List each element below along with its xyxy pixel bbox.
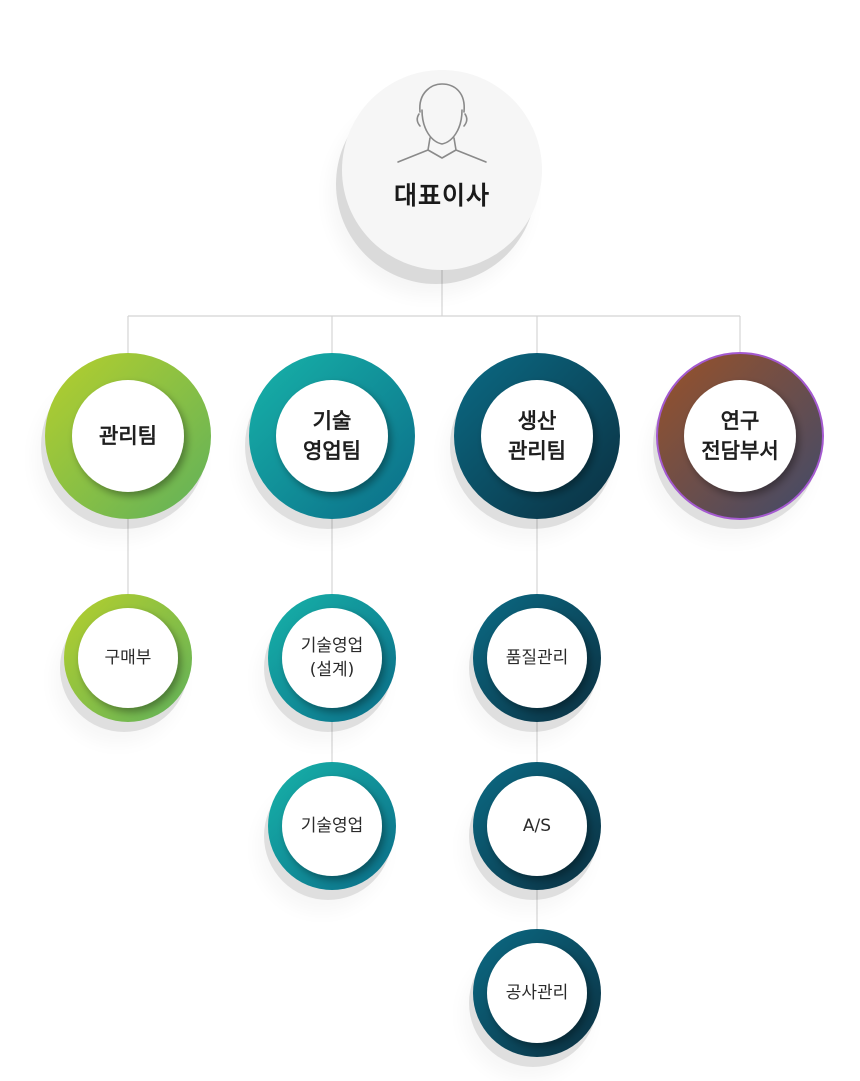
department-production-inner (481, 380, 593, 492)
sub-unit-construction-inner (487, 943, 587, 1043)
sub-unit-tech-sales-design-inner (282, 608, 382, 708)
sub-unit-quality-inner (487, 608, 587, 708)
person-silhouette-icon (397, 83, 487, 163)
nodes-layer (41, 70, 825, 1067)
sub-unit-tech-sales-design (264, 594, 403, 732)
sub-unit-purchasing-inner (78, 608, 178, 708)
ceo-node-circle (342, 70, 542, 270)
sub-unit-tech-sales-2 (264, 762, 403, 900)
department-production (450, 353, 622, 529)
sub-unit-construction (469, 929, 608, 1067)
sub-unit-as (469, 762, 608, 900)
connector-lines (127, 270, 741, 929)
sub-unit-purchasing (60, 594, 199, 732)
department-tech-sales (245, 353, 417, 529)
ceo-node (336, 70, 542, 284)
sub-unit-quality (469, 594, 608, 732)
department-management-inner (72, 380, 184, 492)
sub-unit-tech-sales-2-inner (282, 776, 382, 876)
department-research-inner (684, 380, 796, 492)
department-research (653, 352, 825, 529)
sub-unit-as-inner (487, 776, 587, 876)
department-tech-sales-inner (276, 380, 388, 492)
department-management (41, 353, 213, 529)
